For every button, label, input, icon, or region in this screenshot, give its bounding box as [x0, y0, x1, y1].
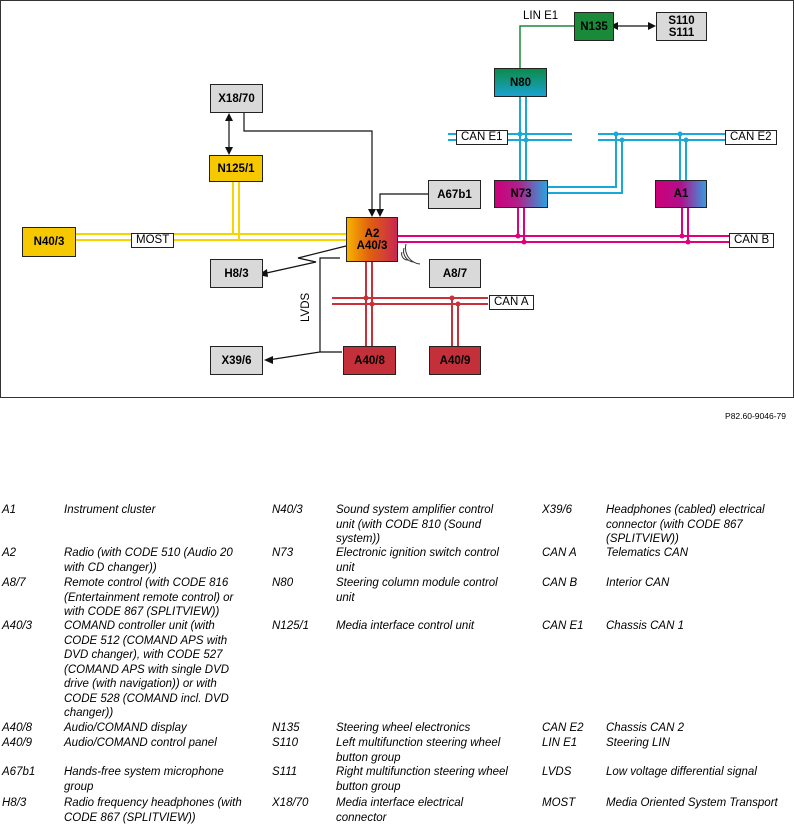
legend-code: A40/8	[2, 722, 33, 734]
component-a1: A1	[655, 180, 707, 208]
arrowheads	[225, 22, 656, 364]
legend-code: CAN B	[542, 577, 578, 589]
legend-description: Radio frequency headphones (with CODE 86…	[64, 797, 242, 824]
legend-code: N125/1	[272, 620, 310, 632]
lvds-label: LVDS	[300, 292, 312, 322]
component-a67b1: A67b1	[428, 180, 481, 209]
legend-description: Instrument cluster	[64, 504, 156, 516]
legend-description: Media interface control unit	[336, 620, 475, 632]
legend-code: LVDS	[542, 766, 572, 778]
legend-description: COMAND controller unit (with CODE 512 (C…	[64, 620, 230, 719]
most-label: MOST	[131, 233, 175, 248]
legend-description: Chassis CAN 1	[606, 620, 684, 632]
legend-description: Telematics CAN	[606, 547, 689, 559]
legend-code: N80	[272, 577, 294, 589]
black-links	[228, 25, 651, 361]
legend-description: Remote control (with CODE 816 (Entertain…	[64, 577, 234, 618]
legend-code: A1	[2, 504, 17, 516]
can-b-nodes	[515, 233, 691, 245]
figure-reference: P82.60-9046-79	[725, 411, 786, 421]
legend-code: CAN E1	[542, 620, 584, 632]
legend-code: A40/3	[2, 620, 33, 632]
can-a-label: CAN A	[489, 295, 534, 310]
component-a40-8: A40/8	[343, 346, 396, 375]
legend-description: Steering column module control unit	[336, 577, 498, 604]
component-n135: N135	[574, 12, 614, 41]
legend-description: Media Oriented System Transport	[606, 797, 778, 809]
legend-code: X39/6	[542, 504, 573, 516]
component-a8-7: A8/7	[429, 259, 481, 288]
legend-code: A2	[2, 547, 17, 559]
can-b-label: CAN B	[729, 233, 775, 248]
legend-description: Radio (with CODE 510 (Audio 20 with CD c…	[64, 547, 233, 574]
legend-code: N73	[272, 547, 294, 559]
legend-code: A67b1	[2, 766, 36, 778]
legend-code: N135	[272, 722, 300, 734]
lin-e1-label: LIN E1	[523, 10, 559, 22]
can-e1-label: CAN E1	[456, 130, 508, 145]
component-h8-3: H8/3	[210, 259, 263, 288]
component-n125-1: N125/1	[209, 155, 263, 182]
legend-description: Audio/COMAND display	[64, 722, 187, 734]
legend-code: CAN A	[542, 547, 577, 559]
legend-code: S110	[272, 737, 299, 749]
legend-code: A8/7	[2, 577, 26, 589]
can-a-nodes	[363, 295, 461, 307]
component-x39-6: X39/6	[210, 346, 263, 375]
legend-code: LIN E1	[542, 737, 578, 749]
component-n80: N80	[494, 68, 547, 97]
legend-description: Headphones (cabled) electrical connector…	[606, 504, 765, 545]
can-e-bus	[448, 97, 772, 194]
legend-description: Electronic ignition switch control unit	[336, 547, 499, 574]
legend-code: A40/9	[2, 737, 33, 749]
legend-code: H8/3	[2, 797, 27, 809]
lin-e1-line	[519, 25, 574, 68]
can-a-bus	[332, 262, 488, 347]
legend-code: MOST	[542, 797, 576, 809]
can-b-bus	[398, 207, 770, 243]
component-n73: N73	[494, 180, 548, 208]
legend-description: Media interface electrical connector	[336, 797, 464, 824]
component-x18-70: X18/70	[210, 84, 263, 113]
can-e2-label: CAN E2	[725, 130, 777, 145]
legend-description: Low voltage differential signal	[606, 766, 757, 778]
legend-description: Hands-free system microphone group	[64, 766, 224, 793]
most-bus	[76, 181, 346, 241]
legend-description: Audio/COMAND control panel	[64, 737, 217, 749]
component-s110-s111: S110 S111	[656, 12, 707, 41]
legend-code: X18/70	[272, 797, 309, 809]
legend-description: Right multifunction steering wheel butto…	[336, 766, 508, 793]
legend-code: N40/3	[272, 504, 303, 516]
component-n40-3: N40/3	[22, 227, 76, 257]
can-e-nodes	[517, 131, 689, 143]
legend-description: Sound system amplifier control unit (wit…	[336, 504, 494, 545]
legend-description: Chassis CAN 2	[606, 722, 684, 734]
legend-code: S111	[272, 766, 298, 778]
component-a40-9: A40/9	[429, 346, 481, 375]
component-a2-a40-3: A2 A40/3	[346, 217, 398, 262]
legend-description: Interior CAN	[606, 577, 670, 589]
legend-description: Steering LIN	[606, 737, 670, 749]
network-topology-diagram: LIN E1 CAN E1 CAN E2 CAN B MOST CAN A LV…	[0, 0, 794, 400]
legend-description: Steering wheel electronics	[336, 722, 471, 734]
legend-code: CAN E2	[542, 722, 584, 734]
wireless-arcs	[401, 243, 421, 265]
legend-description: Left multifunction steering wheel button…	[336, 737, 501, 764]
